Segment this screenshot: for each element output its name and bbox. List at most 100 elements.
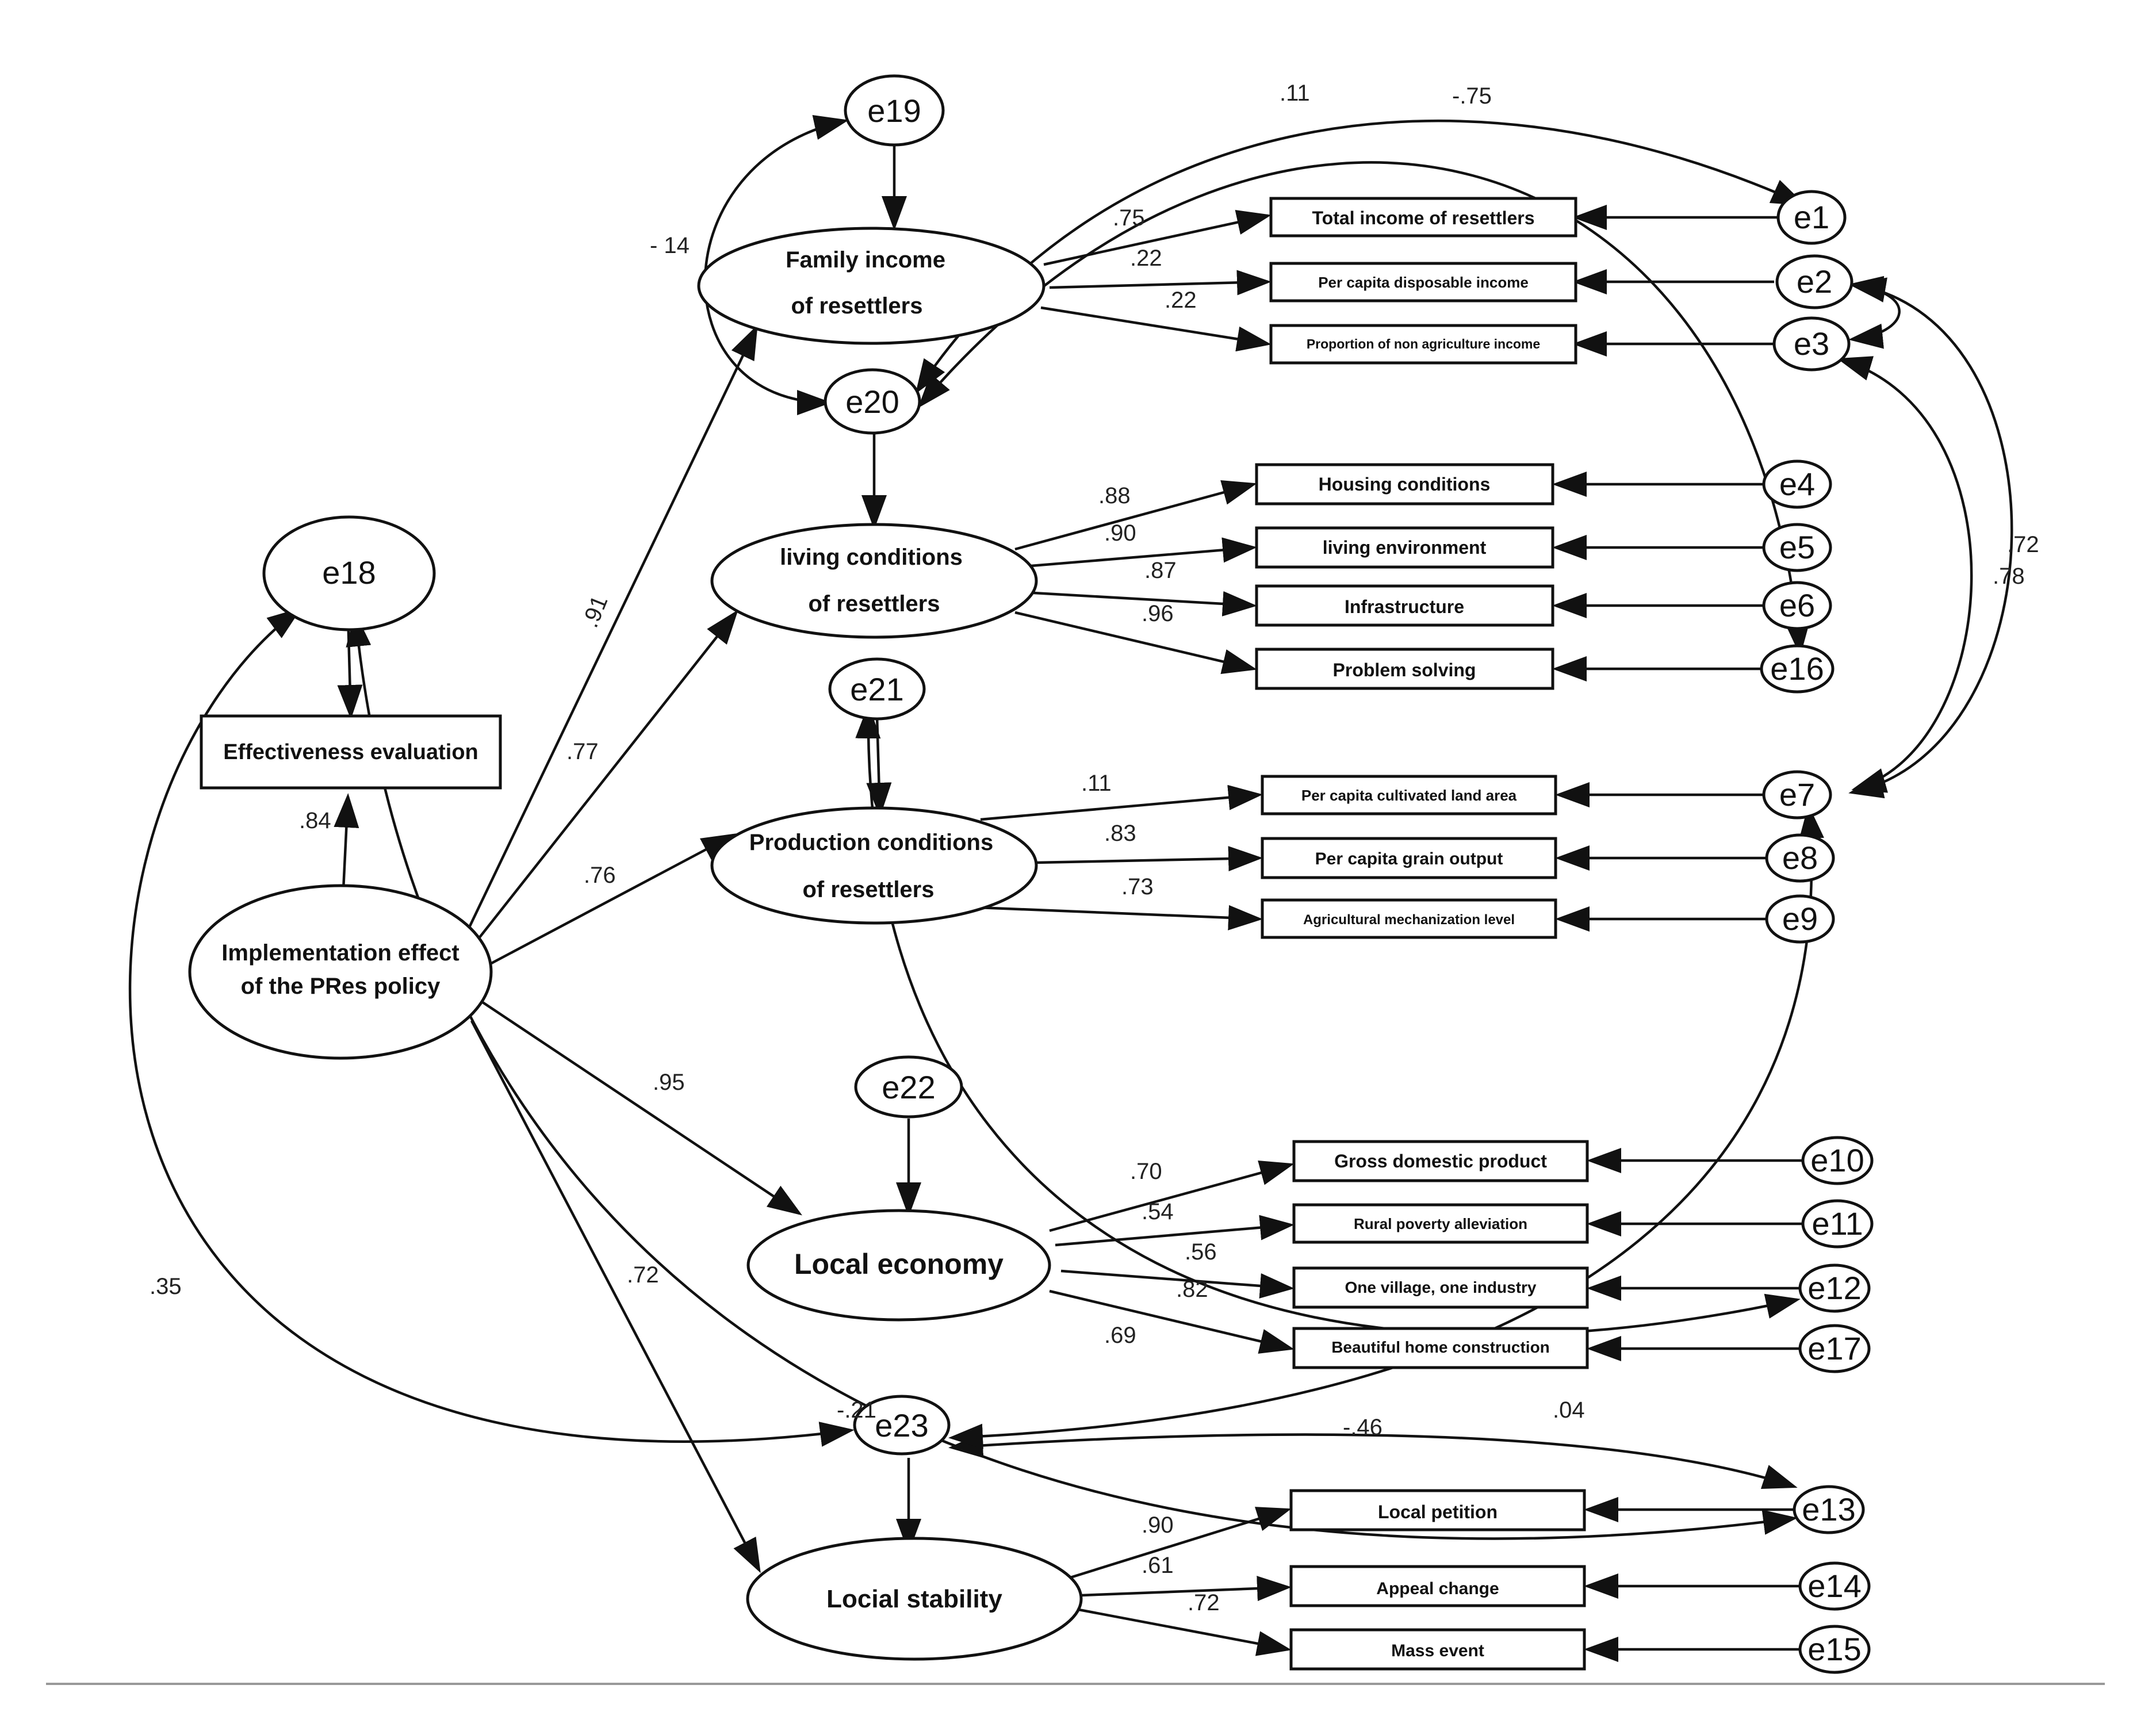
coef-b6: .87 xyxy=(1144,558,1177,583)
box-b4: Housing conditions xyxy=(1255,463,1554,506)
error-e9: e9 xyxy=(1765,894,1835,944)
error-e7-label: e7 xyxy=(1779,776,1815,813)
coef-b10: .70 xyxy=(1130,1159,1162,1184)
error-e4: e4 xyxy=(1762,459,1832,509)
box-eff-label: Effectiveness evaluation xyxy=(223,740,478,764)
path-family-to-b3 xyxy=(1040,306,1272,352)
box-b15-label: Mass event xyxy=(1391,1641,1484,1660)
error-e5: e5 xyxy=(1762,523,1832,572)
error-e14-label: e14 xyxy=(1807,1568,1861,1604)
error-e12-label: e12 xyxy=(1807,1270,1861,1306)
box-b5: living environment xyxy=(1255,526,1554,569)
latent-impl-line1: Implementation effect xyxy=(221,940,459,966)
path-family-to-b2 xyxy=(1049,270,1272,296)
error-e21-label: e21 xyxy=(850,671,903,707)
latent-impl-line2: of the PRes policy xyxy=(241,974,441,999)
coef-family: .91 xyxy=(577,592,613,631)
path-production-to-b7 xyxy=(980,784,1263,821)
box-b10-label: Gross domestic product xyxy=(1334,1151,1547,1171)
error-e13: e13 xyxy=(1793,1485,1865,1534)
path-stability-to-b14 xyxy=(1066,1576,1292,1602)
box-b6: Infrastructure xyxy=(1255,584,1554,627)
error-e23-label: e23 xyxy=(875,1407,928,1443)
coef-economy: .95 xyxy=(653,1070,685,1095)
coef-b1: .75 xyxy=(1113,205,1145,231)
box-b16-label: Problem solving xyxy=(1333,660,1476,680)
box-b13: Local petition xyxy=(1289,1489,1586,1531)
coef-b16: .96 xyxy=(1142,601,1174,626)
latent-living: living conditions of resettlers xyxy=(710,523,1038,639)
path-production-to-b9 xyxy=(977,905,1263,930)
box-b8-label: Per capita grain output xyxy=(1315,849,1503,868)
error-e6: e6 xyxy=(1762,581,1832,630)
cov-label-e3-e7: .72 xyxy=(2007,532,2039,557)
error-e9-label: e9 xyxy=(1782,901,1818,937)
coef-b7: .11 xyxy=(1081,771,1112,796)
error-e2-label: e2 xyxy=(1797,263,1832,300)
path-stability-to-b15 xyxy=(1066,1606,1292,1656)
box-b4-label: Housing conditions xyxy=(1319,474,1491,495)
coef-b15: .72 xyxy=(1188,1590,1220,1615)
path-production-to-b8 xyxy=(1035,846,1263,872)
coef-b9: .73 xyxy=(1121,874,1154,899)
path-impl-to-living xyxy=(472,610,738,947)
error-e21: e21 xyxy=(828,657,926,721)
cov-label-e2-e7: .78 xyxy=(1993,564,2025,589)
box-b14: Appeal change xyxy=(1289,1565,1586,1607)
cov-e3-e7 xyxy=(1837,356,1973,793)
error-e13-label: e13 xyxy=(1802,1491,1855,1527)
path-impl-to-production xyxy=(485,833,737,967)
path-living-to-b16 xyxy=(1014,611,1257,675)
cov-label-e7-e23: -.46 xyxy=(1343,1415,1383,1440)
cov-e2-e7 xyxy=(1848,277,2013,798)
coefficient-labels: .84 .91 .77 .76 .95 .72 .75 .22 .22 .88 … xyxy=(150,81,2039,1615)
box-b2: Per capita disposable income xyxy=(1269,262,1577,302)
cov-e20-e16 xyxy=(918,161,1810,656)
error-e2: e2 xyxy=(1775,254,1854,309)
error-e3-label: e3 xyxy=(1794,326,1829,362)
box-b17-label: Beautiful home construction xyxy=(1331,1338,1550,1356)
box-b11: Rural poverty alleviation xyxy=(1292,1203,1589,1244)
error-e6-label: e6 xyxy=(1779,587,1815,623)
cov-e2-e3 xyxy=(1848,275,1901,349)
box-b17: Beautiful home construction xyxy=(1292,1327,1589,1369)
latent-family-line2: of resettlers xyxy=(791,293,923,319)
error-e18: e18 xyxy=(262,515,436,631)
cov-label-e19-e20: - 14 xyxy=(650,233,690,258)
latent-stability: Locial stability xyxy=(746,1537,1083,1661)
path-impl-to-economy xyxy=(479,1000,802,1216)
error-e19: e19 xyxy=(844,74,945,147)
box-b5-label: living environment xyxy=(1323,537,1487,558)
error-e16: e16 xyxy=(1760,644,1835,694)
error-e8: e8 xyxy=(1765,833,1835,883)
box-b1-label: Total income of resettlers xyxy=(1312,208,1534,228)
box-b11-label: Rural poverty alleviation xyxy=(1354,1215,1527,1232)
error-e23: e23 xyxy=(853,1395,951,1456)
box-b6-label: Infrastructure xyxy=(1345,596,1464,617)
box-b7: Per capita cultivated land area xyxy=(1261,775,1557,815)
latent-stability-label: Locial stability xyxy=(826,1585,1002,1613)
path-impl-to-family xyxy=(464,324,758,935)
box-b3: Proportion of non agriculture income xyxy=(1269,324,1577,365)
box-b15: Mass event xyxy=(1289,1628,1586,1671)
box-b7-label: Per capita cultivated land area xyxy=(1301,787,1517,804)
box-eff: Effectiveness evaluation xyxy=(200,714,502,790)
cov-label-e20-e1: .11 xyxy=(1280,81,1310,106)
coef-b17: .82 xyxy=(1176,1277,1208,1302)
latent-production-line1: Production conditions xyxy=(749,830,993,855)
latent-family: Family income of resettlers xyxy=(697,227,1046,345)
coef-economy-extra: .69 xyxy=(1104,1323,1136,1348)
error-e16-label: e16 xyxy=(1770,650,1824,687)
error-e12: e12 xyxy=(1798,1263,1871,1313)
error-e17: e17 xyxy=(1798,1324,1871,1373)
error-e18-label: e18 xyxy=(322,554,376,591)
path-layer xyxy=(128,115,2013,1662)
error-e4-label: e4 xyxy=(1779,466,1815,502)
latent-economy-label: Local economy xyxy=(794,1248,1004,1280)
coef-b11: .54 xyxy=(1142,1199,1174,1224)
error-e15: e15 xyxy=(1798,1625,1871,1674)
path-living-to-b6 xyxy=(1023,591,1257,616)
error-e3: e3 xyxy=(1772,316,1851,372)
box-b1: Total income of resettlers xyxy=(1269,197,1577,238)
